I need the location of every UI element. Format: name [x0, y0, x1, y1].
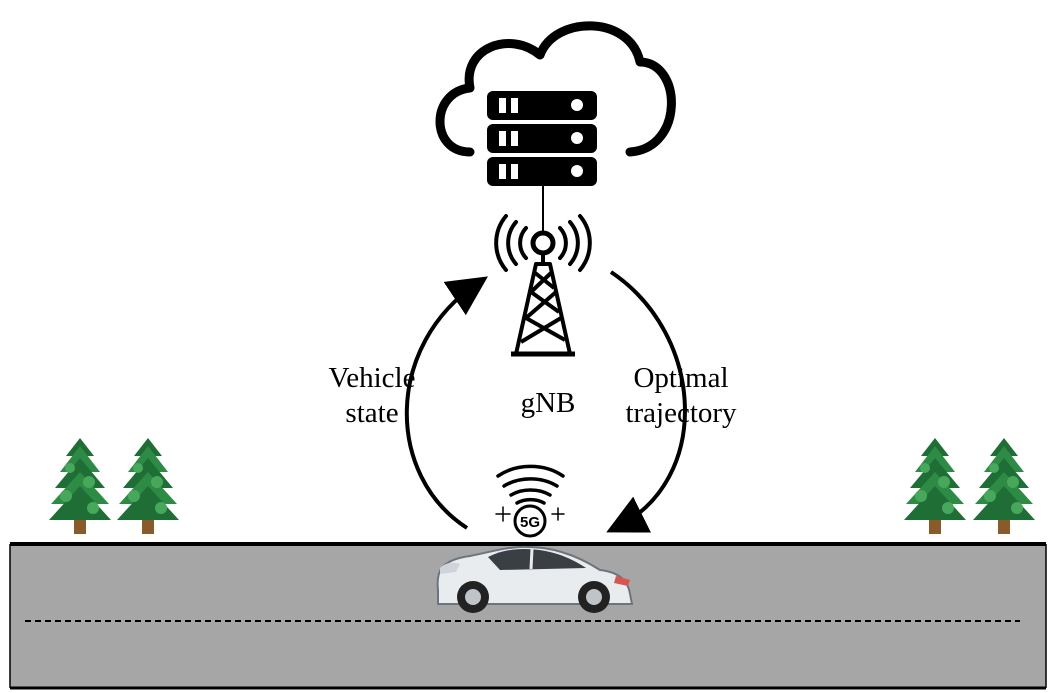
5g-badge: 5G	[520, 514, 540, 531]
server-rack-icon	[487, 91, 597, 186]
optimal-trajectory-label-line1: Optimal	[633, 362, 728, 394]
vehicle-state-label-line1: Vehicle	[329, 362, 416, 394]
cloud-icon	[435, 21, 676, 157]
vehicle-state-arrow	[404, 276, 488, 530]
optimal-trajectory-label-line2: trajectory	[625, 397, 737, 429]
pine-tree-icon	[117, 438, 179, 534]
car-signal-icon: 5G	[495, 464, 565, 538]
pine-tree-icon	[973, 438, 1035, 534]
optimal-trajectory-arrow	[606, 270, 687, 533]
tower-label: gNB	[521, 387, 576, 419]
pine-tree-icon	[49, 438, 111, 534]
vehicle-state-label-line2: state	[345, 397, 398, 429]
car-icon	[436, 545, 634, 613]
cell-tower-icon	[511, 253, 575, 357]
pine-tree-icon	[904, 438, 966, 534]
wireless-signal-icon	[494, 214, 592, 272]
